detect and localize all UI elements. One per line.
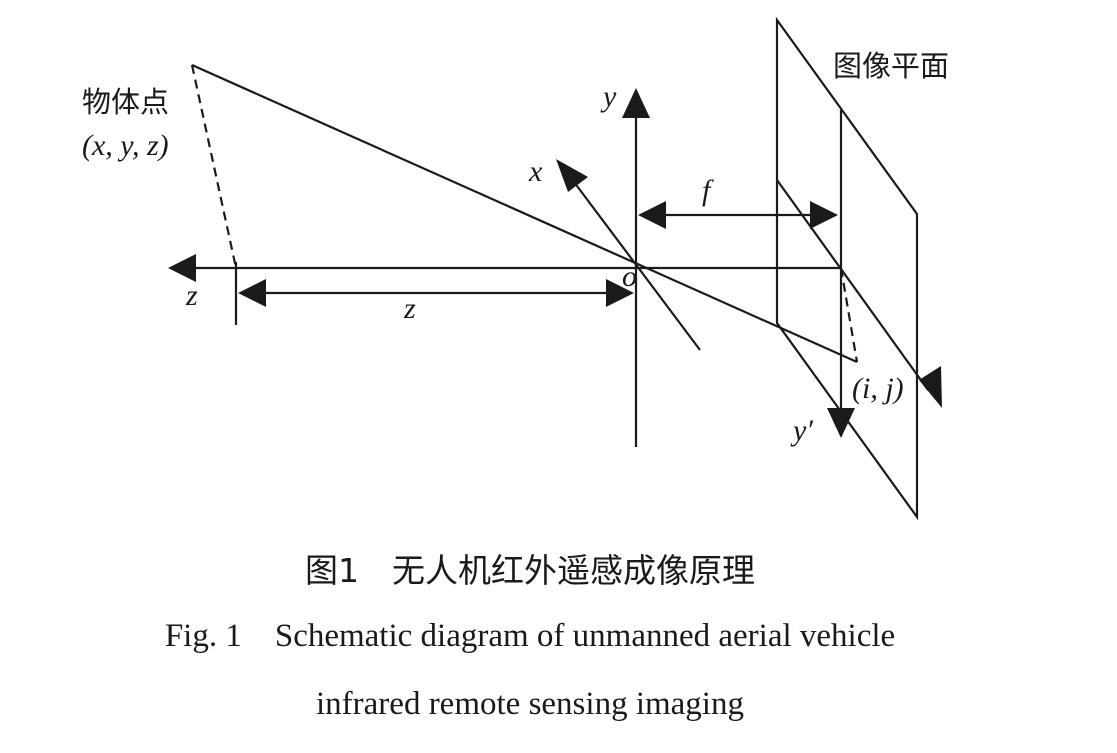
y-axis-arrowhead bbox=[622, 88, 650, 118]
caption-english-line-1: Fig. 1 Schematic diagram of unmanned aer… bbox=[165, 618, 895, 654]
y-prime-arrowhead bbox=[827, 408, 855, 438]
x-axis-arrowhead bbox=[556, 159, 588, 192]
object-coords-label: (x, y, z) bbox=[82, 129, 169, 162]
object-point-label: 物体点 bbox=[82, 85, 169, 119]
image-diagonal-arrowhead bbox=[919, 366, 942, 408]
focal-length-left-arrowhead bbox=[638, 201, 666, 229]
z-axis-label: z bbox=[185, 279, 198, 312]
y-axis-label: y bbox=[600, 80, 617, 113]
caption-english-line-2: infrared remote sensing imaging bbox=[316, 686, 744, 722]
object-drop-line bbox=[190, 64, 238, 269]
z-axis-arrowhead bbox=[168, 254, 196, 282]
distance-z-left-arrowhead bbox=[238, 279, 266, 307]
focal-length-label: f bbox=[702, 174, 714, 207]
image-plane-diagonal-axis bbox=[776, 179, 929, 391]
projection-ray bbox=[191, 63, 858, 364]
image-plane bbox=[775, 16, 919, 521]
distance-z-right-arrowhead bbox=[606, 279, 634, 307]
image-plane-label: 图像平面 bbox=[833, 49, 949, 83]
image-point-label: (i, j) bbox=[852, 372, 904, 405]
focal-length-right-arrowhead bbox=[810, 201, 838, 229]
origin-label: o bbox=[622, 260, 637, 293]
y-prime-label: y′ bbox=[790, 414, 813, 447]
image-drop-line bbox=[839, 267, 859, 363]
x-axis-label: x bbox=[528, 155, 543, 188]
distance-z-label: z bbox=[403, 292, 416, 325]
caption-chinese: 图1 无人机红外遥感成像原理 bbox=[305, 551, 755, 590]
